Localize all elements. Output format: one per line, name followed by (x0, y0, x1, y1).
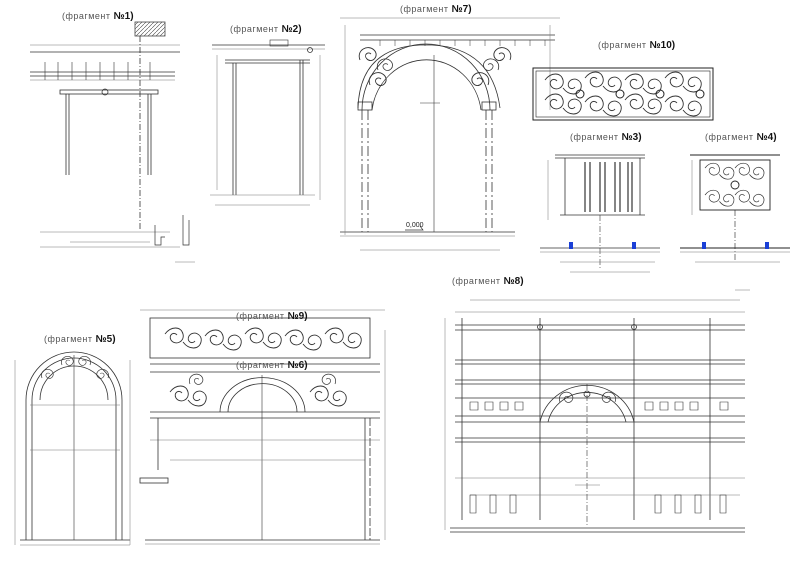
fragment-9-word: (фрагмент (236, 311, 285, 321)
fragment-10-drawing (532, 67, 714, 121)
fragment-10-label: (фрагмент №10) (598, 40, 675, 51)
fragment-4-label: (фрагмент №4) (705, 132, 777, 143)
fragment-3-number: №3) (621, 132, 642, 143)
fragment-6-number: №6) (287, 360, 308, 371)
fragment-2-drawing (210, 39, 325, 206)
fragment-7-drawing (340, 17, 560, 251)
fragment-1-word: (фрагмент (62, 11, 111, 21)
fragment-5-label: (фрагмент №5) (44, 334, 116, 345)
level-mark: 0,000 (406, 222, 424, 229)
fragment-2-word: (фрагмент (230, 24, 279, 34)
fragment-3-label: (фрагмент №3) (570, 132, 642, 143)
fragment-3-word: (фрагмент (570, 132, 619, 142)
fragment-6-word: (фрагмент (236, 360, 285, 370)
fragment-10-word: (фрагмент (598, 40, 647, 50)
accent-markers (569, 242, 769, 249)
fragment-5-number: №5) (95, 334, 116, 345)
fragment-4-number: №4) (756, 132, 777, 143)
fragment-1-number: №1) (113, 11, 134, 22)
fragment-5-word: (фрагмент (44, 334, 93, 344)
fragment-8-drawing (444, 289, 750, 533)
fragment-9-label: (фрагмент №9) (236, 311, 308, 322)
fragment-4-word: (фрагмент (705, 132, 754, 142)
fragment-7-number: №7) (451, 4, 472, 15)
fragment-4-drawing (680, 154, 790, 263)
fragment-9-number: №9) (287, 311, 308, 322)
fragment-10-number: №10) (649, 40, 676, 51)
fragment-9-6-drawing (139, 309, 386, 545)
fragment-3-drawing (540, 154, 660, 273)
fragment-8-number: №8) (503, 276, 524, 287)
fragment-1-drawing (30, 21, 195, 263)
fragment-8-label: (фрагмент №8) (452, 276, 524, 287)
fragment-5-drawing (14, 351, 131, 546)
fragment-8-word: (фрагмент (452, 276, 501, 286)
fragment-2-number: №2) (281, 24, 302, 35)
fragment-7-label: (фрагмент №7) (400, 4, 472, 15)
fragment-1-label: (фрагмент №1) (62, 11, 134, 22)
fragment-7-word: (фрагмент (400, 4, 449, 14)
fragment-2-label: (фрагмент №2) (230, 24, 302, 35)
fragment-6-label: (фрагмент №6) (236, 360, 308, 371)
